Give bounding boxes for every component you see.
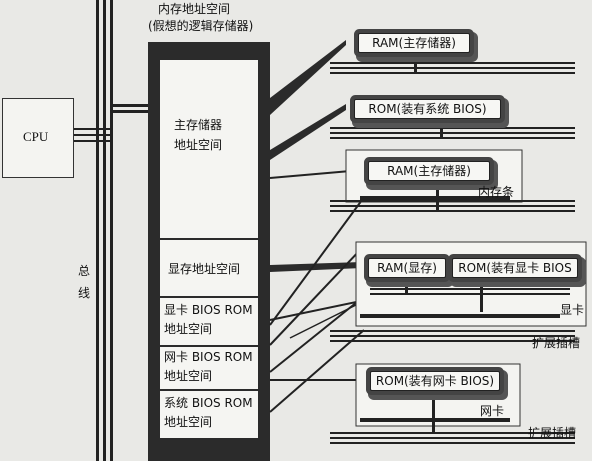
chip-rom-video: ROM(装有显卡 BIOS — [452, 258, 578, 278]
label-expansion-slot-1: 扩展插槽 — [532, 336, 581, 350]
region-video-bios: 显卡 BIOS ROM 地址空间 — [160, 298, 258, 345]
region-video-memory: 显存地址空间 — [160, 240, 258, 296]
video-card-board — [330, 241, 587, 342]
bus-address-link — [113, 104, 148, 113]
region-network-bios: 网卡 BIOS ROM 地址空间 — [160, 347, 258, 389]
region-video-bios-line1: 显卡 BIOS ROM — [164, 303, 253, 317]
label-memory-stick: 内存条 — [478, 185, 515, 199]
memory-stick-board — [330, 149, 575, 212]
ram-main-bus — [330, 60, 575, 74]
region-video-bios-line2: 地址空间 — [164, 322, 213, 336]
cpu-box: CPU — [2, 98, 74, 178]
chip-ram-stick: RAM(主存储器) — [368, 161, 490, 181]
region-video-memory-line1: 显存地址空间 — [168, 262, 241, 276]
rom-system-bus — [330, 122, 575, 139]
region-system-bios-line1: 系统 BIOS ROM — [164, 396, 253, 410]
label-expansion-slot-2: 扩展插槽 — [528, 426, 577, 440]
chip-rom-system: ROM(装有系统 BIOS) — [354, 99, 501, 119]
system-bus — [96, 0, 113, 461]
title-line-1: 内存地址空间 — [158, 2, 231, 16]
title-line-2: (假想的逻辑存储器) — [148, 19, 254, 33]
bus-label-2: 线 — [78, 286, 91, 300]
region-main-memory-line2: 地址空间 — [174, 138, 223, 152]
cpu-bus-link — [73, 128, 113, 142]
chip-ram-main: RAM(主存储器) — [358, 33, 470, 53]
label-network-card: 网卡 — [480, 404, 505, 418]
region-network-bios-line1: 网卡 BIOS ROM — [164, 350, 253, 364]
region-system-bios-line2: 地址空间 — [164, 415, 213, 429]
region-main-memory: 主存储器 地址空间 — [160, 60, 258, 238]
chip-vram: RAM(显存) — [368, 258, 446, 278]
region-system-bios: 系统 BIOS ROM 地址空间 — [160, 391, 258, 438]
cpu-label: CPU — [23, 129, 49, 144]
chip-rom-network: ROM(装有网卡 BIOS) — [370, 371, 500, 391]
label-video-card: 显卡 — [560, 303, 585, 317]
region-main-memory-line1: 主存储器 — [174, 118, 223, 132]
region-network-bios-line2: 地址空间 — [164, 369, 213, 383]
mapping-lines — [269, 40, 453, 413]
bus-label-1: 总 — [78, 264, 91, 278]
